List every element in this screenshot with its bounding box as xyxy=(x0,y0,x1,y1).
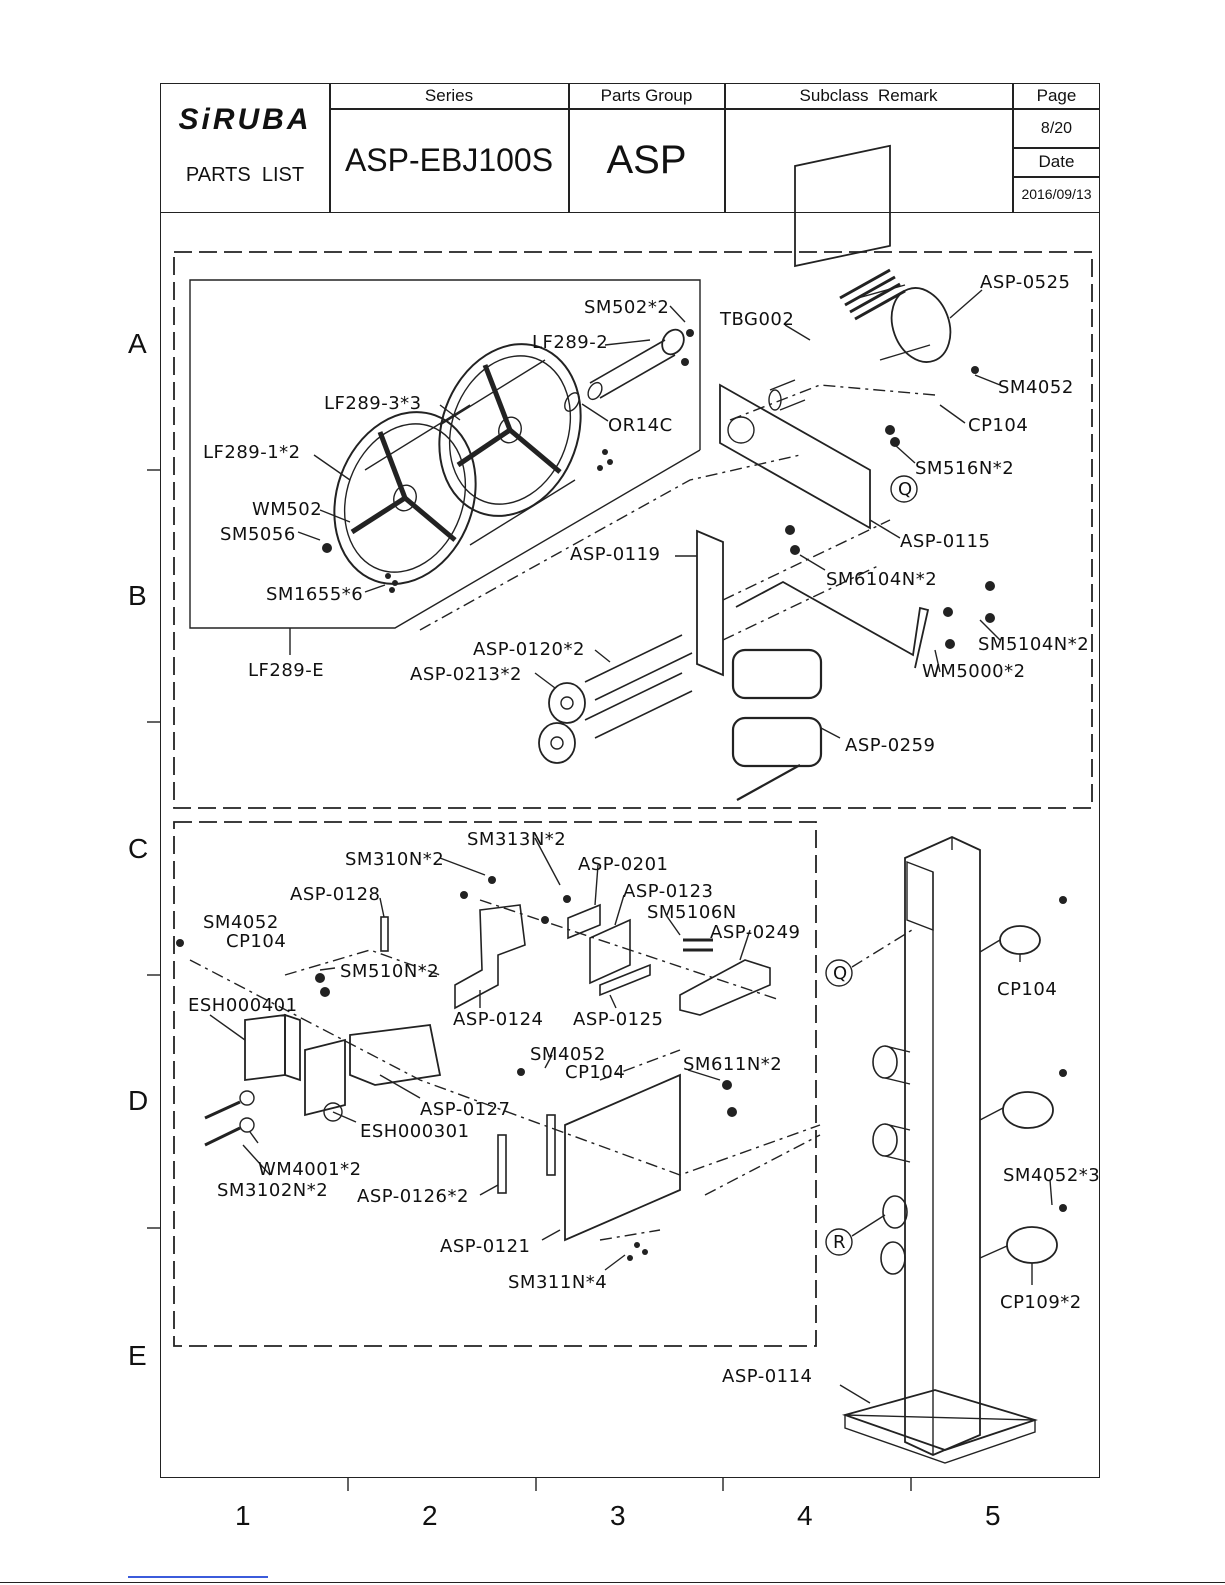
label-sm4052-a: SM4052 xyxy=(998,377,1074,398)
header-divider-1 xyxy=(329,83,331,213)
label-sm516n: SM516N*2 xyxy=(915,458,1014,479)
bottom-link-underline xyxy=(128,1576,268,1578)
header-divider-2 xyxy=(568,83,570,213)
label-asp-0121: ASP-0121 xyxy=(440,1236,531,1257)
label-wm4001: WM4001*2 xyxy=(258,1159,362,1180)
label-sm4052-stand: SM4052*3 xyxy=(1003,1165,1100,1186)
label-sm611n: SM611N*2 xyxy=(683,1054,782,1075)
label-lf289-e: LF289-E xyxy=(248,660,324,681)
label-cp104-c1: CP104 xyxy=(226,931,286,952)
parts-group-value: ASP xyxy=(606,137,687,182)
label-asp-0125: ASP-0125 xyxy=(573,1009,664,1030)
label-asp-0128: ASP-0128 xyxy=(290,884,381,905)
col-label-3: 3 xyxy=(610,1500,626,1531)
label-asp-0126: ASP-0126*2 xyxy=(357,1186,469,1207)
parts-group-label: Parts Group xyxy=(600,86,693,105)
label-asp-0119: ASP-0119 xyxy=(570,544,661,565)
row-label-d: D xyxy=(128,1085,149,1116)
label-asp-0127: ASP-0127 xyxy=(420,1099,511,1120)
col-label-1: 1 xyxy=(235,1500,251,1531)
label-sm313n: SM313N*2 xyxy=(467,829,566,850)
label-sm5056: SM5056 xyxy=(220,524,296,545)
label-asp-0213: ASP-0213*2 xyxy=(410,664,522,685)
label-asp-0249: ASP-0249 xyxy=(710,922,801,943)
label-cp104-a: CP104 xyxy=(968,415,1028,436)
page-bottom-rule xyxy=(0,1582,1225,1583)
col-label-4: 4 xyxy=(797,1500,813,1531)
label-or14c: OR14C xyxy=(608,415,673,436)
page-value: 8/20 xyxy=(1040,120,1073,137)
label-sm510n: SM510N*2 xyxy=(340,961,439,982)
label-cp109: CP109*2 xyxy=(1000,1292,1082,1313)
label-wm502: WM502 xyxy=(252,499,322,520)
label-asp-0201: ASP-0201 xyxy=(578,854,669,875)
label-sm310n: SM310N*2 xyxy=(345,849,444,870)
label-tbg002: TBG002 xyxy=(719,309,794,330)
label-sm3102n: SM3102N*2 xyxy=(217,1180,328,1201)
row-label-e: E xyxy=(128,1340,147,1371)
label-asp-0123: ASP-0123 xyxy=(623,881,714,902)
label-sm4052-c1: SM4052 xyxy=(203,912,279,933)
label-esh000301: ESH000301 xyxy=(360,1121,470,1142)
label-sm5106n: SM5106N xyxy=(647,902,737,923)
label-asp-0114: ASP-0114 xyxy=(722,1366,813,1387)
label-wm5000: WM5000*2 xyxy=(922,661,1026,682)
page-label: Page xyxy=(1036,85,1077,105)
label-asp-0124: ASP-0124 xyxy=(453,1009,544,1030)
series-value: ASP-EBJ100S xyxy=(344,141,554,178)
brand-logo: SiRUBA xyxy=(178,103,312,136)
header-hline-date xyxy=(1012,176,1100,178)
date-value: 2016/09/13 xyxy=(1021,186,1092,202)
label-sm6104n: SM6104N*2 xyxy=(826,569,937,590)
date-label: Date xyxy=(1038,152,1075,171)
label-asp-0525: ASP-0525 xyxy=(980,272,1071,293)
label-sm1655: SM1655*6 xyxy=(266,584,363,605)
col-label-2: 2 xyxy=(422,1500,438,1531)
callout-r-c: R xyxy=(833,1232,846,1253)
label-asp-0120: ASP-0120*2 xyxy=(473,639,585,660)
callout-q-a: Q xyxy=(898,479,913,500)
parts-list-label: PARTS LIST xyxy=(185,163,305,186)
subclass-label: Subclass Remark xyxy=(799,86,938,105)
label-cp104-stand: CP104 xyxy=(997,979,1057,1000)
row-label-c: C xyxy=(128,833,149,864)
label-asp-0259: ASP-0259 xyxy=(845,735,936,756)
drawing-frame xyxy=(160,212,1100,1478)
label-sm5104n: SM5104N*2 xyxy=(978,634,1089,655)
row-label-a: A xyxy=(128,328,147,359)
label-sm4052-c2: SM4052 xyxy=(530,1044,606,1065)
row-label-b: B xyxy=(128,580,147,611)
label-lf289-2: LF289-2 xyxy=(532,332,608,353)
label-sm502: SM502*2 xyxy=(584,297,669,318)
callout-q-c: Q xyxy=(833,963,848,984)
header-divider-3 xyxy=(724,83,726,213)
label-lf289-1: LF289-1*2 xyxy=(203,442,301,463)
label-cp104-c2: CP104 xyxy=(565,1062,625,1083)
col-label-5: 5 xyxy=(985,1500,1001,1531)
label-sm311n: SM311N*4 xyxy=(508,1272,607,1293)
series-label: Series xyxy=(424,86,474,105)
label-esh000401: ESH000401 xyxy=(188,995,298,1016)
label-lf289-3: LF289-3*3 xyxy=(324,393,422,414)
label-asp-0115: ASP-0115 xyxy=(900,531,991,552)
header-hline xyxy=(329,108,1100,110)
header-hline-page xyxy=(1012,147,1100,149)
